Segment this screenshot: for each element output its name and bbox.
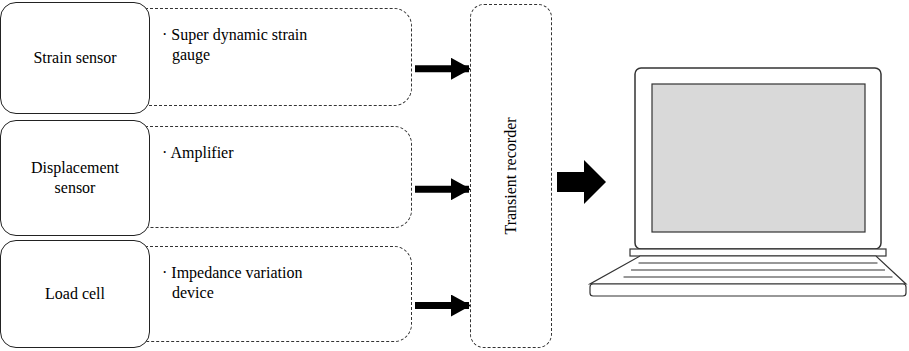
node-label: · Impedance variation device bbox=[162, 263, 322, 303]
keyboard-rows bbox=[624, 263, 893, 277]
node-label: Displacement sensor bbox=[9, 158, 141, 198]
node-label: Strain sensor bbox=[33, 48, 116, 68]
node-label: · Amplifier bbox=[162, 143, 322, 163]
recorder-box: Transient recorder bbox=[470, 4, 552, 348]
device-box: · Amplifier bbox=[140, 126, 412, 228]
sensor-box: Displacement sensor bbox=[0, 120, 150, 236]
node-label: · Super dynamic strain gauge bbox=[162, 25, 322, 65]
device-box: · Super dynamic strain gauge bbox=[140, 8, 412, 106]
laptop-display bbox=[652, 84, 865, 232]
output-arrow bbox=[557, 160, 606, 204]
laptop-screen bbox=[635, 68, 881, 249]
sensor-box: Strain sensor bbox=[0, 2, 150, 114]
signal-arrow bbox=[415, 302, 469, 309]
keyboard-row bbox=[631, 269, 885, 270]
sensor-box: Load cell bbox=[0, 240, 150, 348]
node-label: Load cell bbox=[45, 284, 105, 304]
laptop-hinge bbox=[630, 249, 886, 256]
device-box: · Impedance variation device bbox=[140, 246, 412, 342]
node-label: Transient recorder bbox=[501, 117, 521, 234]
signal-arrow bbox=[415, 186, 469, 193]
laptop-keyboard bbox=[590, 256, 906, 284]
keyboard-row bbox=[624, 276, 893, 277]
signal-arrow bbox=[415, 65, 469, 72]
keyboard-row bbox=[639, 262, 878, 263]
laptop-base bbox=[590, 284, 906, 296]
